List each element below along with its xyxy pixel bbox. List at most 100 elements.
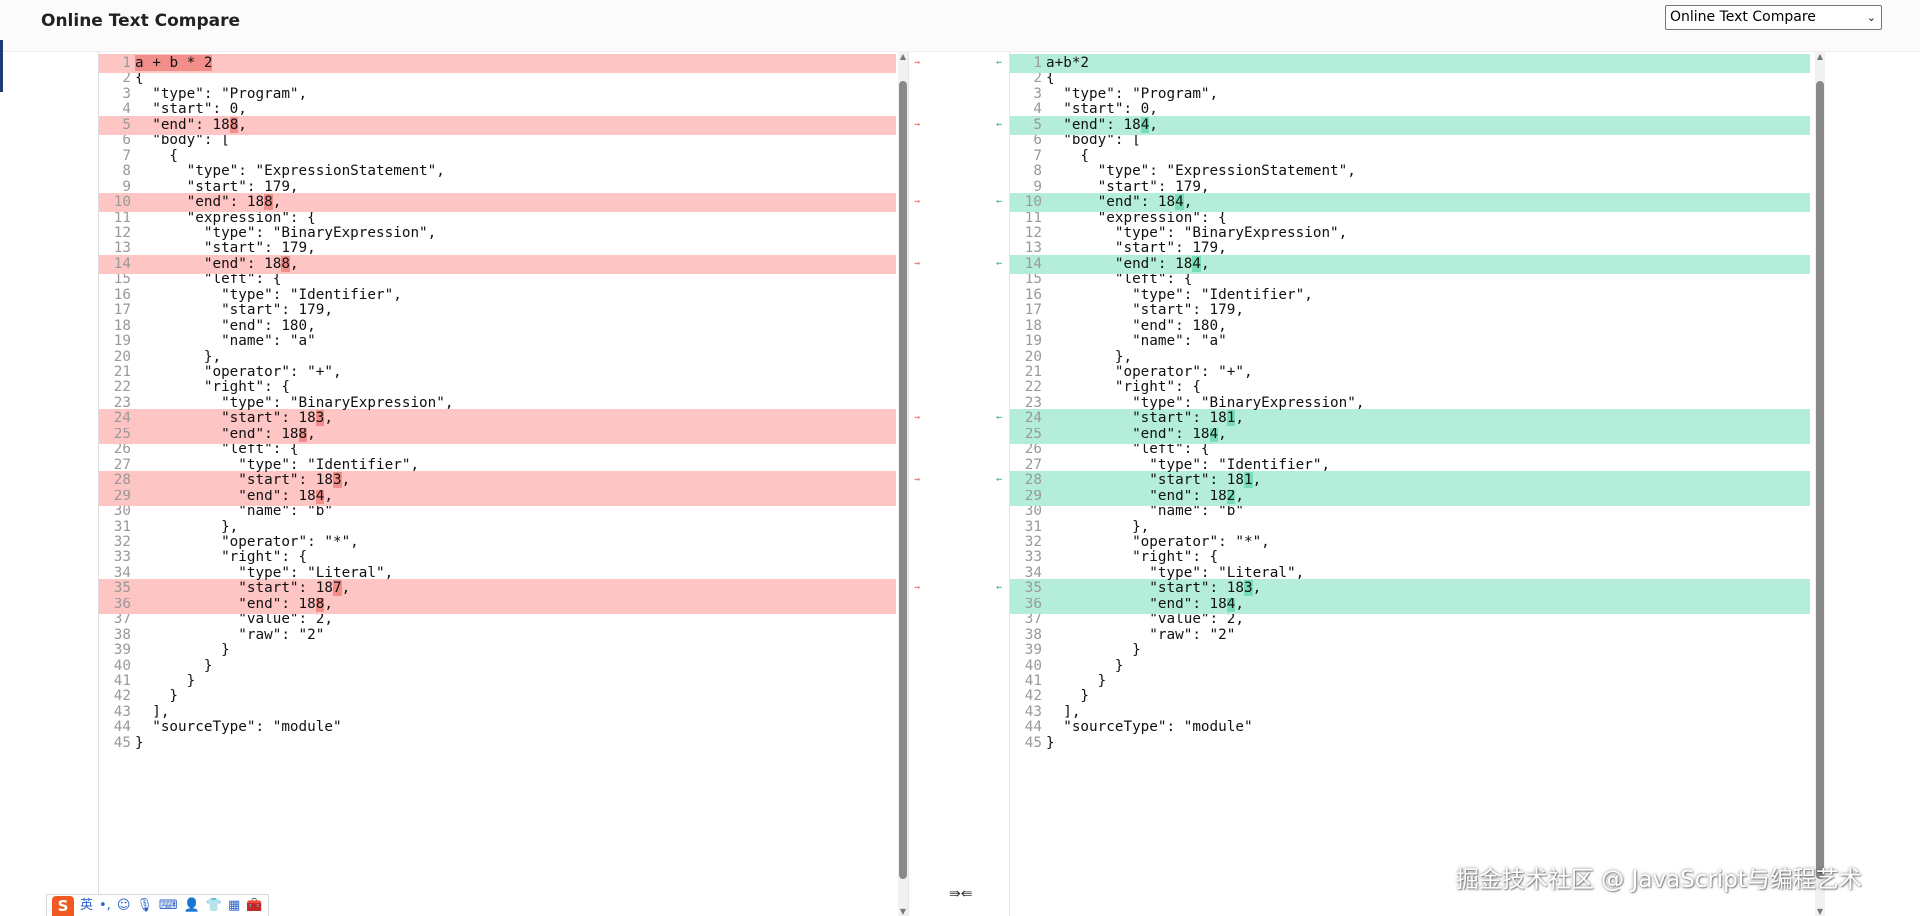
ime-lang-icon[interactable]: 英 bbox=[80, 897, 94, 913]
code-line[interactable]: 6 "body": [ bbox=[99, 131, 896, 150]
code-line[interactable]: 3 "type": "Program", bbox=[99, 85, 896, 104]
code-line[interactable]: 9 "start": 179, bbox=[1010, 178, 1810, 197]
right-editor-pane[interactable]: 45}44 "sourceType": "module"43 ],42 }41 … bbox=[1010, 52, 1825, 916]
code-line[interactable]: 10 "end": 184, bbox=[1010, 193, 1810, 213]
ime-grid-icon[interactable]: ▦ bbox=[228, 897, 241, 913]
code-line[interactable]: 29 "end": 182, bbox=[1010, 486, 1810, 506]
copy-to-left-icon[interactable]: ⇜ bbox=[996, 257, 1003, 269]
ime-emoji-icon[interactable]: ☺ bbox=[116, 897, 131, 913]
ime-mic-icon[interactable]: 🎙 bbox=[136, 897, 153, 913]
code-line[interactable]: 20 }, bbox=[1010, 348, 1810, 367]
code-line[interactable]: 44 "sourceType": "module" bbox=[99, 718, 896, 737]
code-line[interactable]: 20 }, bbox=[99, 348, 896, 367]
code-line[interactable]: 23 "type": "BinaryExpression", bbox=[99, 394, 896, 413]
code-line[interactable]: 24 "start": 183, bbox=[99, 409, 896, 429]
code-line[interactable]: 28 "start": 183, bbox=[99, 471, 896, 491]
code-line[interactable]: 34 "type": "Literal", bbox=[99, 564, 896, 583]
code-line[interactable]: 14 "end": 188, bbox=[99, 254, 896, 274]
code-line[interactable]: 10 "end": 188, bbox=[99, 193, 896, 213]
code-line[interactable]: 18 "end": 180, bbox=[99, 317, 896, 336]
code-line[interactable]: 18 "end": 180, bbox=[1010, 317, 1810, 336]
copy-to-left-icon[interactable]: ⇜ bbox=[996, 57, 1003, 68]
code-line[interactable]: 27 "type": "Identifier", bbox=[1010, 456, 1810, 475]
right-scrollbar[interactable]: ▲ ▼ bbox=[1815, 52, 1825, 916]
code-line[interactable]: 26 "left": { bbox=[99, 440, 896, 459]
code-line[interactable]: 30 "name": "b" bbox=[1010, 502, 1810, 521]
code-line[interactable]: 31 }, bbox=[99, 518, 896, 537]
code-line[interactable]: 39 } bbox=[1010, 641, 1810, 660]
code-line[interactable]: 8 "type": "ExpressionStatement", bbox=[1010, 162, 1810, 181]
scroll-down-arrow-icon[interactable]: ▼ bbox=[899, 907, 907, 916]
copy-to-left-icon[interactable]: ⇜ bbox=[996, 474, 1003, 486]
ime-user-icon[interactable]: 👤 bbox=[183, 897, 200, 913]
code-line[interactable]: 32 "operator": "*", bbox=[1010, 533, 1810, 552]
code-line[interactable]: 5 "end": 184, bbox=[1010, 115, 1810, 135]
ime-skin-icon[interactable]: 👕 bbox=[205, 897, 223, 913]
copy-to-right-icon[interactable]: ⇝ bbox=[914, 474, 921, 486]
copy-to-right-icon[interactable]: ⇝ bbox=[914, 57, 921, 68]
code-line[interactable]: 6 "body": [ bbox=[1010, 131, 1810, 150]
code-line[interactable]: 36 "end": 184, bbox=[1010, 594, 1810, 614]
code-line[interactable]: 2{ bbox=[99, 69, 896, 88]
copy-to-right-icon[interactable]: ⇝ bbox=[914, 582, 921, 594]
code-line[interactable]: 31 }, bbox=[1010, 518, 1810, 537]
copy-to-left-icon[interactable]: ⇜ bbox=[996, 412, 1003, 424]
code-line[interactable]: 40 } bbox=[1010, 657, 1810, 676]
code-line[interactable]: 14 "end": 184, bbox=[1010, 254, 1810, 274]
code-line[interactable]: 43 ], bbox=[1010, 703, 1810, 722]
code-line[interactable]: 19 "name": "a" bbox=[99, 332, 896, 351]
code-line[interactable]: 22 "right": { bbox=[1010, 378, 1810, 397]
code-line[interactable]: 15 "left": { bbox=[99, 270, 896, 289]
code-line[interactable]: 16 "type": "Identifier", bbox=[1010, 286, 1810, 305]
code-line[interactable]: 45} bbox=[99, 734, 896, 753]
code-line[interactable]: 11 "expression": { bbox=[99, 209, 896, 228]
code-line[interactable]: 44 "sourceType": "module" bbox=[1010, 718, 1810, 737]
code-line[interactable]: 5 "end": 188, bbox=[99, 115, 896, 135]
code-line[interactable]: 28 "start": 181, bbox=[1010, 471, 1810, 491]
code-line[interactable]: 27 "type": "Identifier", bbox=[99, 456, 896, 475]
code-line[interactable]: 40 } bbox=[99, 657, 896, 676]
left-scrollbar[interactable]: ▲ ▼ bbox=[898, 52, 908, 916]
code-line[interactable]: 37 "value": 2, bbox=[1010, 610, 1810, 629]
code-line[interactable]: 21 "operator": "+", bbox=[1010, 363, 1810, 382]
code-line[interactable]: 43 ], bbox=[99, 703, 896, 722]
code-line[interactable]: 45} bbox=[1010, 734, 1810, 753]
left-scroll-thumb[interactable] bbox=[899, 80, 907, 879]
code-line[interactable]: 32 "operator": "*", bbox=[99, 533, 896, 552]
code-line[interactable]: 42 } bbox=[1010, 687, 1810, 706]
code-line[interactable]: 8 "type": "ExpressionStatement", bbox=[99, 162, 896, 181]
code-line[interactable]: 13 "start": 179, bbox=[99, 239, 896, 258]
code-line[interactable]: 15 "left": { bbox=[1010, 270, 1810, 289]
code-line[interactable]: 41 } bbox=[1010, 672, 1810, 691]
ime-punct-icon[interactable]: •, bbox=[99, 897, 111, 913]
merge-all-icon[interactable]: ⇛⇚ bbox=[949, 886, 973, 902]
copy-to-right-icon[interactable]: ⇝ bbox=[914, 257, 921, 269]
sogou-logo-icon[interactable]: S bbox=[52, 895, 74, 916]
code-line[interactable]: 34 "type": "Literal", bbox=[1010, 564, 1810, 583]
code-line[interactable]: 19 "name": "a" bbox=[1010, 332, 1810, 351]
code-line[interactable]: 38 "raw": "2" bbox=[1010, 626, 1810, 645]
code-line[interactable]: 30 "name": "b" bbox=[99, 502, 896, 521]
code-line[interactable]: 41 } bbox=[99, 672, 896, 691]
code-line[interactable]: 9 "start": 179, bbox=[99, 178, 896, 197]
code-line[interactable]: 25 "end": 188, bbox=[99, 424, 896, 444]
copy-to-left-icon[interactable]: ⇜ bbox=[996, 196, 1003, 208]
code-line[interactable]: 23 "type": "BinaryExpression", bbox=[1010, 394, 1810, 413]
code-line[interactable]: 25 "end": 184, bbox=[1010, 424, 1810, 444]
code-line[interactable]: 38 "raw": "2" bbox=[99, 626, 896, 645]
code-line[interactable]: 21 "operator": "+", bbox=[99, 363, 896, 382]
code-line[interactable]: 24 "start": 181, bbox=[1010, 409, 1810, 429]
mode-select[interactable]: Online Text Compare ⌄ bbox=[1665, 5, 1882, 30]
copy-to-right-icon[interactable]: ⇝ bbox=[914, 196, 921, 208]
ime-tool-icon[interactable]: 🧰 bbox=[246, 897, 263, 913]
code-line[interactable]: 39 } bbox=[99, 641, 896, 660]
code-line[interactable]: 17 "start": 179, bbox=[99, 301, 896, 320]
code-line[interactable]: 2{ bbox=[1010, 69, 1810, 88]
code-line[interactable]: 42 } bbox=[99, 687, 896, 706]
copy-to-left-icon[interactable]: ⇜ bbox=[996, 118, 1003, 130]
code-line[interactable]: 29 "end": 184, bbox=[99, 486, 896, 506]
scroll-up-arrow-icon[interactable]: ▲ bbox=[899, 52, 907, 61]
code-line[interactable]: 7 { bbox=[1010, 147, 1810, 166]
